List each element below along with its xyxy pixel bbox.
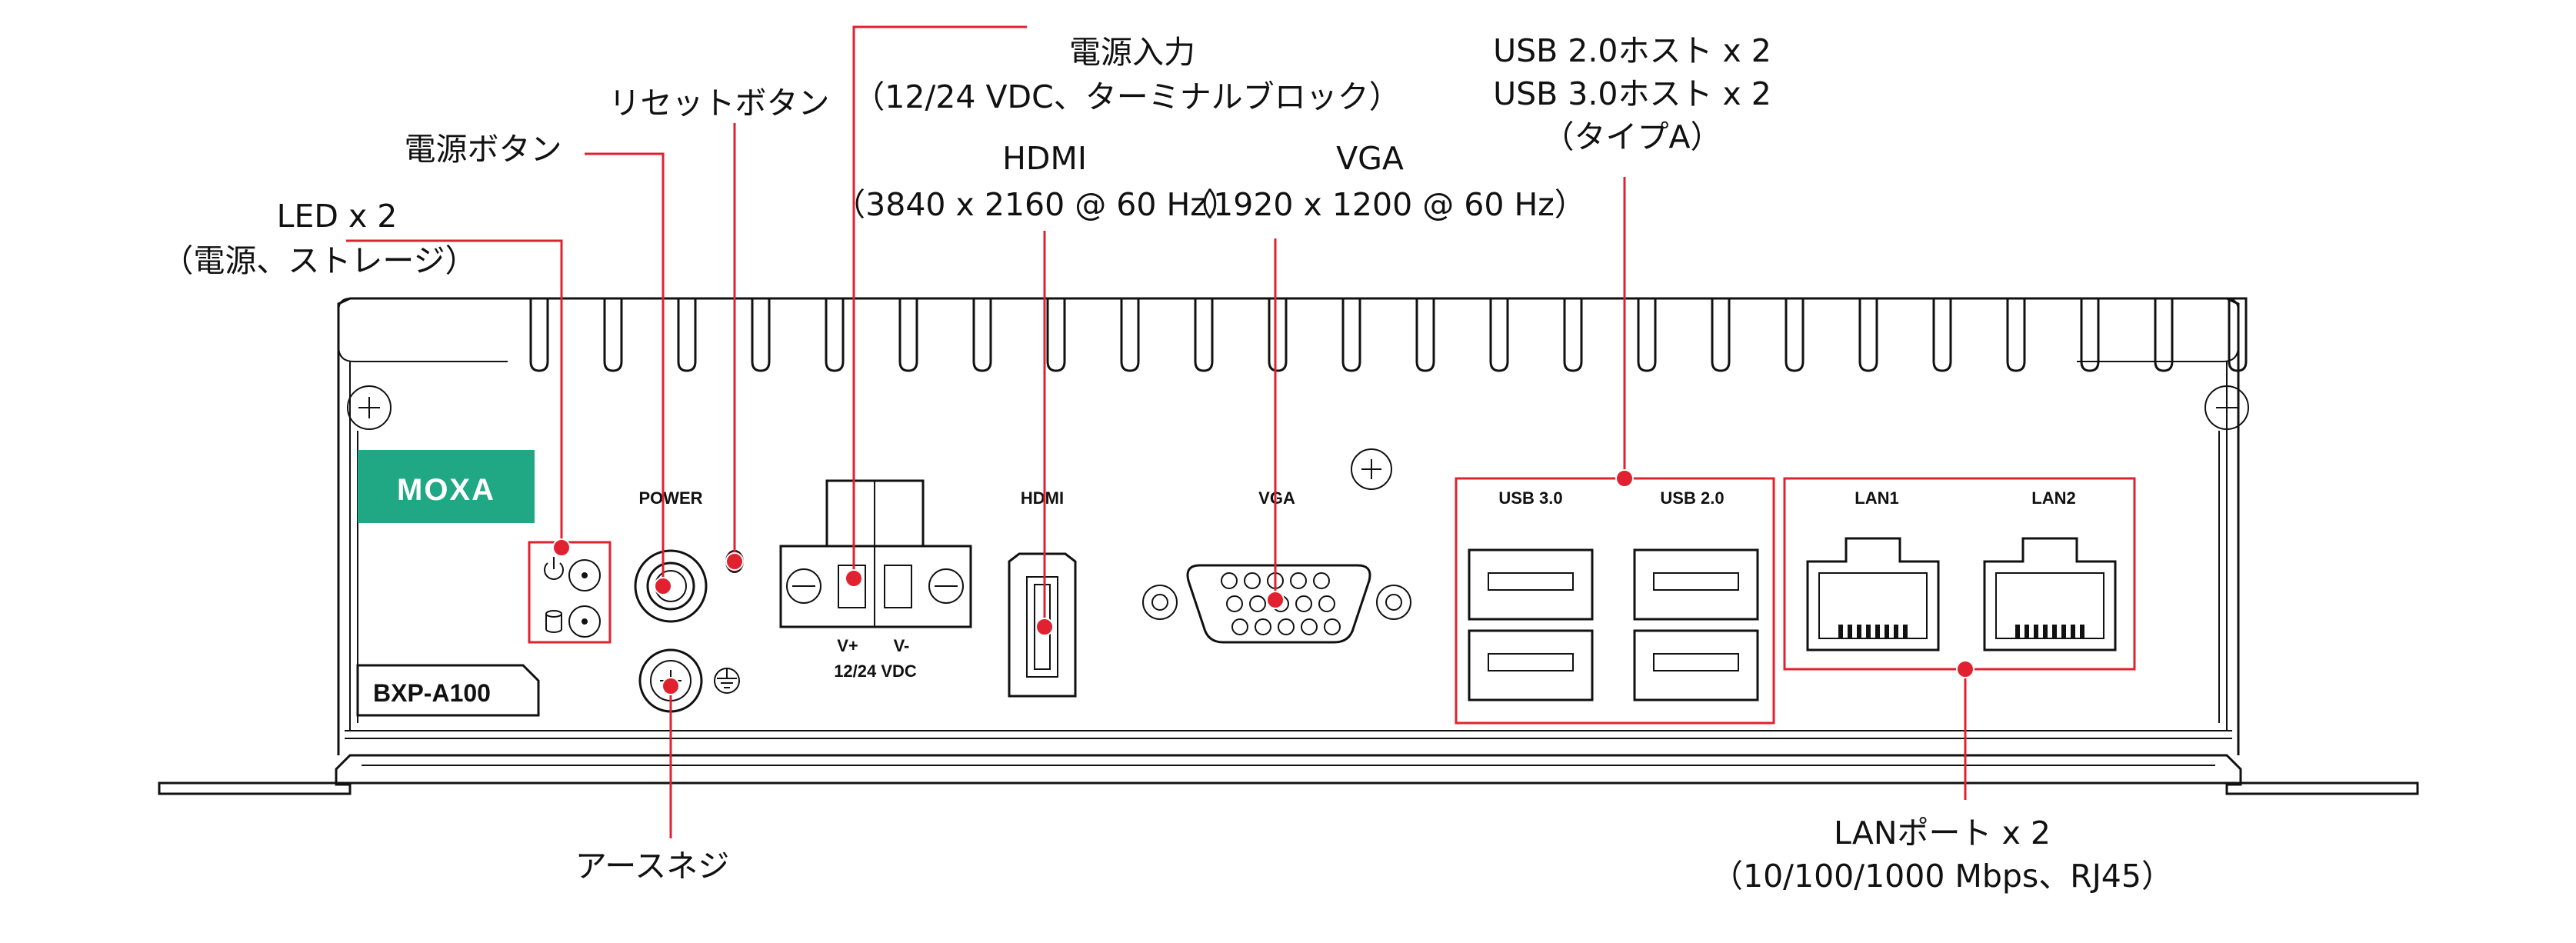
rj45-socket <box>1983 537 2117 651</box>
storage-cylinder-icon <box>545 610 562 633</box>
cross-screw-icon <box>347 385 392 430</box>
vga-pin <box>1221 572 1238 589</box>
callout-usb-line3: （タイプA） <box>1542 118 1721 155</box>
rj45-contact <box>2043 625 2048 638</box>
rj45-contact <box>1838 625 1843 638</box>
rj45-contact <box>1885 625 1889 638</box>
callout-hdmi-line1: HDMI <box>1002 140 1087 177</box>
vga-panel-label: VGA <box>1258 488 1295 508</box>
power-symbol-icon <box>544 557 564 580</box>
power-button: POWER <box>634 488 708 623</box>
cross-screw-icon <box>1351 448 1392 490</box>
lan-ports: LAN1 LAN2 <box>1806 488 2117 651</box>
callout-vga-line2: （1920 x 1200 @ 60 Hz） <box>1181 186 1586 223</box>
vga-pin <box>1226 595 1243 612</box>
usb20-panel-label: USB 2.0 <box>1660 488 1724 508</box>
callout-vga-line1: VGA <box>1336 140 1404 177</box>
rj45-contact <box>2080 625 2084 638</box>
callout-reset-button: リセットボタン <box>609 85 830 122</box>
rj45-contact <box>1875 625 1880 638</box>
rj45-contact <box>1903 625 1908 638</box>
usb-tongue <box>1653 572 1739 591</box>
rj45-cavity <box>1818 572 1928 639</box>
model-plate: BXP-A100 <box>356 664 540 717</box>
callout-lan-line2: （10/100/1000 Mbps、RJ45） <box>1711 858 2173 895</box>
hdmi-port: HDMI <box>1008 488 1077 698</box>
hdmi-panel-label: HDMI <box>1021 488 1064 508</box>
vga-pin <box>1249 595 1266 612</box>
power-label: POWER <box>638 488 702 508</box>
callout-power-button: 電源ボタン <box>405 131 562 168</box>
usb30-panel-label: USB 3.0 <box>1498 488 1562 508</box>
vga-pin <box>1324 618 1341 635</box>
brand-logo-text: MOXA <box>397 473 495 507</box>
heatsink-fins <box>338 297 2248 372</box>
usb-socket <box>1633 629 1759 701</box>
callout-power-input-line2: （12/24 VDC、ターミナルブロック） <box>853 78 1400 115</box>
rj45-contact <box>1866 625 1871 638</box>
vga-pin <box>1278 618 1295 635</box>
lan2-panel-label: LAN2 <box>2031 488 2075 508</box>
callout-usb-line2: USB 3.0ホスト x 2 <box>1493 75 1771 112</box>
callout-lan-line1: LANポート x 2 <box>1834 815 2051 851</box>
usb-highlight-box <box>1455 477 1775 725</box>
power-terminal-block: V+ V- 12/24 VDC <box>779 479 972 681</box>
fin-right-edge <box>2077 298 2239 362</box>
rj45-contact <box>2061 625 2066 638</box>
earth-ground-icon <box>714 668 740 694</box>
rj45-contact <box>1894 625 1898 638</box>
rj45-contact <box>2052 625 2057 638</box>
callout-led-line1: LED x 2 <box>277 198 398 235</box>
rj45-contact <box>1857 625 1861 638</box>
callout-dots <box>552 469 1974 695</box>
terminal-pos-label: V+ <box>837 636 858 655</box>
rj45-contact <box>1848 625 1852 638</box>
fin-slots <box>350 297 2248 372</box>
vga-pins <box>1221 572 1341 635</box>
usb-ports: USB 3.0 USB 2.0 <box>1468 488 1759 701</box>
callout-ground-screw: アースネジ <box>575 848 730 885</box>
usb-tongue <box>1488 572 1574 591</box>
usb-socket <box>1468 629 1594 701</box>
rj45-contact <box>2034 625 2038 638</box>
lan1-panel-label: LAN1 <box>1855 488 1898 508</box>
vga-port: VGA <box>1142 488 1411 644</box>
vga-pin <box>1301 618 1318 635</box>
brand-logo: MOXA <box>358 450 535 523</box>
usb-sockets <box>1468 548 1759 701</box>
terminal-rating-label: 12/24 VDC <box>834 661 917 681</box>
fin-left-edge <box>338 298 508 362</box>
mounting-bracket <box>158 754 2419 795</box>
callout-led-line2: （電源、ストレージ） <box>162 242 476 279</box>
terminal-neg-label: V- <box>894 636 910 655</box>
vga-pin <box>1295 595 1312 612</box>
vga-pin <box>1231 618 1248 635</box>
usb-socket <box>1633 548 1759 621</box>
vga-pin <box>1290 572 1307 589</box>
model-plate-text: BXP-A100 <box>373 679 491 707</box>
vga-pin <box>1244 572 1261 589</box>
status-leds <box>544 557 601 638</box>
vga-pin <box>1318 595 1335 612</box>
callout-power-input-line1: 電源入力 <box>1069 34 1195 71</box>
lan-sockets <box>1806 537 2117 651</box>
vga-pin <box>1313 572 1330 589</box>
usb-tongue <box>1488 653 1574 671</box>
rj45-contact <box>2024 625 2029 638</box>
rj45-contact <box>2071 625 2075 638</box>
usb-tongue <box>1653 653 1739 671</box>
cross-screw-icon <box>2204 385 2249 430</box>
rj45-socket <box>1806 537 1940 651</box>
led-highlight-box <box>528 541 612 644</box>
vga-pin <box>1255 618 1271 635</box>
callout-usb-line1: USB 2.0ホスト x 2 <box>1493 32 1771 69</box>
rj45-cavity <box>1995 572 2104 639</box>
chassis <box>337 297 2240 755</box>
usb-socket <box>1468 548 1594 621</box>
callout-hdmi-line2: （3840 x 2160 @ 60 Hz） <box>834 186 1238 223</box>
callout-leaders <box>346 25 1967 838</box>
rj45-contact <box>2015 625 2020 638</box>
